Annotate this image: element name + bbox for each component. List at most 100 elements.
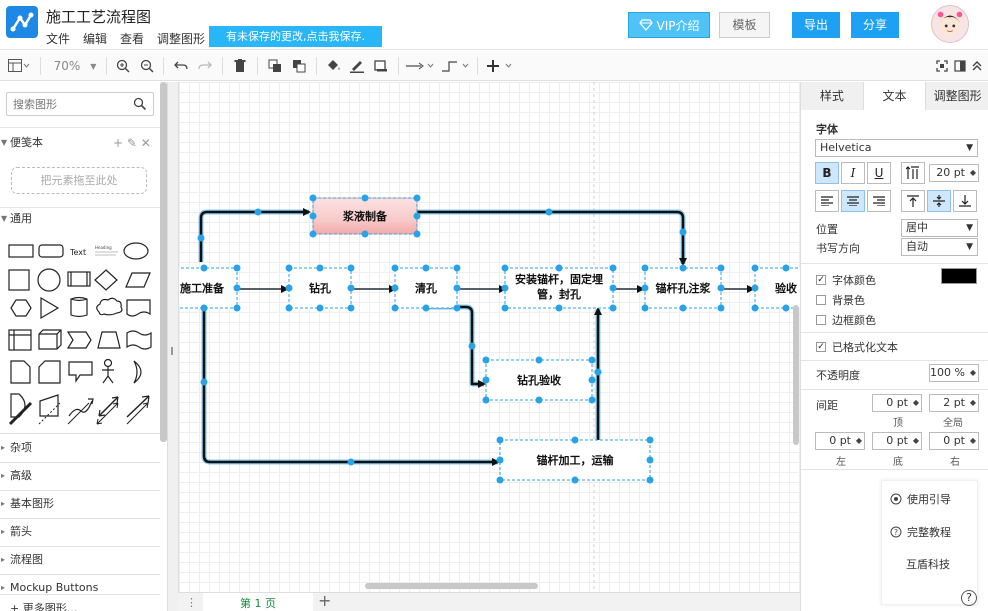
align-bottom-button[interactable] bbox=[953, 190, 977, 212]
spacing-bottom-input[interactable]: 0 pt◆ bbox=[872, 432, 922, 450]
page-menu-icon[interactable]: ⋮ bbox=[186, 596, 197, 609]
section-flowchart[interactable]: ▸流程图 bbox=[0, 550, 160, 570]
format-tabs: 样式 文本 调整图形 bbox=[801, 82, 988, 110]
section-scratchpad[interactable]: ▼ 便笺本 bbox=[0, 133, 160, 153]
help-company-link[interactable]: 互盾科技 bbox=[906, 556, 950, 572]
diagram-canvas[interactable]: 浆液制备 施工准备 钻孔 清孔 安装锚杆，固定埋 管，封孔 锚杆孔注浆 验收 钻… bbox=[178, 82, 800, 592]
direction-select[interactable]: 自动▼ bbox=[901, 238, 978, 256]
splitter-handle bbox=[171, 347, 173, 355]
page-tab-1[interactable]: 第 1 页 bbox=[203, 593, 313, 611]
align-center-button[interactable] bbox=[841, 190, 865, 212]
redo-button[interactable] bbox=[196, 57, 214, 75]
canvas-hscrollbar[interactable] bbox=[365, 583, 538, 589]
format-panel-toggle[interactable] bbox=[6, 57, 32, 75]
help-circle-icon[interactable]: ? bbox=[961, 590, 977, 606]
search-icon[interactable] bbox=[133, 97, 147, 111]
sidebar-scrollbar[interactable] bbox=[160, 82, 167, 442]
canvas-vscrollbar[interactable] bbox=[793, 305, 799, 445]
add-page-icon[interactable]: + bbox=[318, 591, 332, 610]
zoom-in-button[interactable] bbox=[114, 57, 132, 75]
sidebar-splitter[interactable] bbox=[168, 82, 178, 611]
spacing-left-input[interactable]: 0 pt◆ bbox=[815, 432, 865, 450]
collapse-button[interactable] bbox=[970, 57, 984, 75]
section-misc[interactable]: ▸杂项 bbox=[0, 438, 160, 458]
panel-layout-button[interactable] bbox=[953, 57, 967, 75]
delete-button[interactable] bbox=[231, 57, 249, 75]
section-arrows[interactable]: ▸箭头 bbox=[0, 522, 160, 542]
section-general[interactable]: ▼ 通用 bbox=[0, 209, 160, 229]
line-color-button[interactable] bbox=[348, 57, 366, 75]
bg-color-checkbox[interactable]: 背景色 bbox=[816, 292, 865, 308]
vertical-text-button[interactable] bbox=[901, 162, 925, 184]
formatted-text-checkbox[interactable]: ✓已格式化文本 bbox=[816, 339, 898, 355]
underline-button[interactable]: U bbox=[867, 162, 891, 184]
template-button[interactable]: 模板 bbox=[719, 12, 770, 38]
app-logo-icon[interactable] bbox=[6, 6, 38, 38]
divider bbox=[0, 490, 160, 491]
zoom-select[interactable]: 70% ▼ bbox=[50, 57, 100, 75]
more-shapes-link[interactable]: + 更多图形... bbox=[10, 602, 78, 611]
fill-color-button[interactable] bbox=[324, 57, 342, 75]
unsaved-notice[interactable]: 有未保存的更改,点击我保存. bbox=[209, 26, 382, 47]
help-tutorial-link[interactable]: ? 完整教程 bbox=[890, 524, 951, 540]
fit-page-button[interactable] bbox=[935, 57, 949, 75]
scratchpad-dropzone[interactable]: 把元素拖至此处 bbox=[11, 167, 147, 194]
share-button[interactable]: 分享 bbox=[851, 12, 899, 38]
help-guide-link[interactable]: 使用引导 bbox=[890, 491, 951, 507]
shape-search-input[interactable] bbox=[7, 93, 127, 115]
spinner-icon: ◆ bbox=[969, 168, 976, 177]
edges bbox=[198, 208, 755, 466]
avatar[interactable] bbox=[931, 5, 969, 43]
section-basic[interactable]: ▸基本图形 bbox=[0, 494, 160, 514]
menu-file[interactable]: 文件 bbox=[46, 32, 71, 46]
border-color-checkbox[interactable]: 边框颜色 bbox=[816, 312, 876, 328]
bold-button[interactable]: B bbox=[815, 162, 839, 184]
caret-right-icon: ▸ bbox=[1, 471, 6, 480]
section-label: 箭头 bbox=[10, 525, 32, 538]
section-mockup-buttons[interactable]: ▸Mockup Buttons bbox=[0, 578, 160, 598]
spacing-global-input[interactable]: 2 pt◆ bbox=[929, 394, 979, 412]
tab-text[interactable]: 文本 bbox=[863, 82, 927, 110]
font-color-checkbox[interactable]: ✓字体颜色 bbox=[816, 272, 876, 288]
connection-style-button[interactable] bbox=[406, 57, 434, 75]
app-title[interactable]: 施工工艺流程图 bbox=[46, 8, 152, 26]
edge-waypoint-handle bbox=[679, 228, 687, 236]
align-left-button[interactable] bbox=[815, 190, 839, 212]
plus-icon bbox=[487, 60, 512, 72]
font-color-swatch[interactable] bbox=[941, 268, 977, 284]
align-top-button[interactable] bbox=[901, 190, 925, 212]
to-back-button[interactable] bbox=[290, 57, 308, 75]
section-advanced[interactable]: ▸高级 bbox=[0, 466, 160, 486]
spacing-top-input[interactable]: 0 pt◆ bbox=[872, 394, 922, 412]
position-select[interactable]: 居中▼ bbox=[901, 219, 978, 237]
font-size-input[interactable]: 20 pt ◆ bbox=[929, 164, 979, 182]
italic-button[interactable]: I bbox=[841, 162, 865, 184]
shadow-button[interactable] bbox=[372, 57, 390, 75]
vip-button[interactable]: VIP介绍 bbox=[628, 12, 710, 38]
spacing-right-input[interactable]: 0 pt◆ bbox=[929, 432, 979, 450]
undo-button[interactable] bbox=[172, 57, 190, 75]
spinner-icon: ◆ bbox=[969, 398, 976, 407]
tab-arrange[interactable]: 调整图形 bbox=[926, 82, 988, 110]
edit-icon[interactable]: ✎ bbox=[126, 136, 137, 150]
font-family-select[interactable]: Helvetica ▼ bbox=[815, 139, 978, 157]
close-icon[interactable]: ✕ bbox=[140, 136, 151, 150]
insert-button[interactable] bbox=[486, 57, 514, 75]
selection-handle bbox=[347, 284, 355, 292]
align-left-icon bbox=[821, 196, 833, 206]
add-icon[interactable]: + bbox=[113, 136, 124, 150]
zoom-out-button[interactable] bbox=[138, 57, 156, 75]
opacity-input[interactable]: 100 %◆ bbox=[929, 364, 979, 382]
selection-handle bbox=[588, 356, 596, 364]
menu-arrange[interactable]: 调整图形 bbox=[157, 32, 206, 46]
menu-view[interactable]: 查看 bbox=[120, 32, 145, 46]
selection-handle bbox=[717, 264, 725, 272]
align-right-button[interactable] bbox=[867, 190, 891, 212]
tab-style[interactable]: 样式 bbox=[801, 82, 864, 110]
to-front-button[interactable] bbox=[266, 57, 284, 75]
edge-prep-to-process bbox=[202, 307, 500, 466]
align-middle-button[interactable] bbox=[927, 190, 951, 212]
menu-edit[interactable]: 编辑 bbox=[83, 32, 108, 46]
export-button[interactable]: 导出 bbox=[792, 12, 840, 38]
waypoints-button[interactable] bbox=[441, 57, 469, 75]
